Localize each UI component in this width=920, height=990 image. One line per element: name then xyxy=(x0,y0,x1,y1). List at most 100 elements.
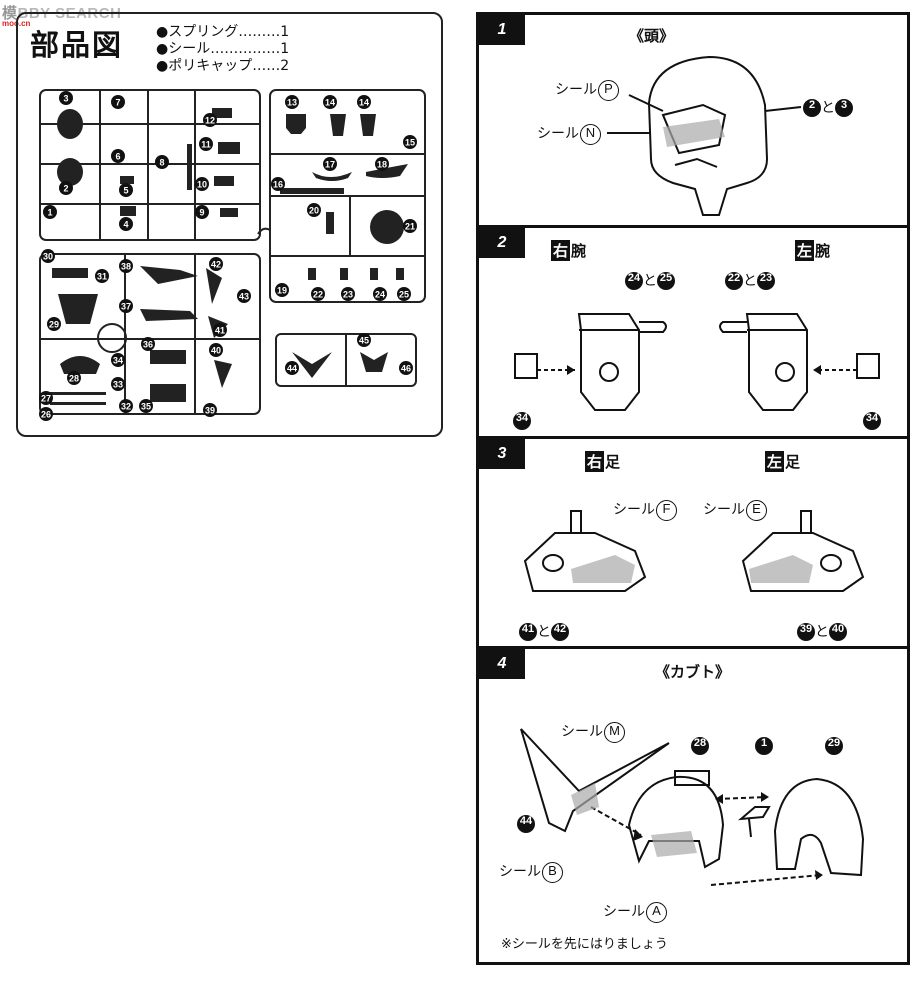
part-number-22: 22 xyxy=(311,287,325,301)
runner-c-frame xyxy=(39,253,261,415)
contents-polycap: ●ポリキャップ……2 xyxy=(156,58,290,74)
arms-illustration xyxy=(514,313,880,411)
contents-spring: ●スプリング………1 xyxy=(156,24,290,40)
part-number-3: 3 xyxy=(59,91,73,105)
svg-text:33: 33 xyxy=(113,380,123,390)
part-number-17: 17 xyxy=(323,157,337,171)
part-number-6: 6 xyxy=(111,149,125,163)
svg-text:23: 23 xyxy=(343,290,353,300)
svg-text:29: 29 xyxy=(49,320,59,330)
svg-text:14: 14 xyxy=(325,98,335,108)
part-number-42: 42 xyxy=(209,257,223,271)
svg-text:42: 42 xyxy=(211,260,221,270)
part-number-43: 43 xyxy=(237,289,251,303)
part-number-8: 8 xyxy=(155,155,169,169)
part-number-45: 45 xyxy=(357,333,371,347)
svg-text:21: 21 xyxy=(405,222,415,232)
svg-text:5: 5 xyxy=(123,186,128,196)
svg-text:40: 40 xyxy=(211,346,221,356)
svg-text:6: 6 xyxy=(115,152,120,162)
part-number-35: 35 xyxy=(139,399,153,413)
part-number-14: 14 xyxy=(323,95,337,109)
seal-a-marker: A xyxy=(646,901,667,923)
seal-m-marker: M xyxy=(604,721,625,743)
part-number-23: 23 xyxy=(341,287,355,301)
svg-text:44: 44 xyxy=(287,364,297,374)
part-number-44: 44 xyxy=(285,361,299,375)
part-number-38: 38 xyxy=(119,259,133,273)
step-number: 1 xyxy=(479,15,525,45)
part-28-label: 28 xyxy=(691,737,709,755)
seal-f-marker: F xyxy=(656,499,677,521)
svg-text:10: 10 xyxy=(197,180,207,190)
right-arm-heading: 右腕 xyxy=(551,240,587,261)
svg-text:39: 39 xyxy=(205,406,215,416)
step-title: 《カブト》 xyxy=(655,663,731,681)
svg-text:19: 19 xyxy=(277,286,287,296)
step-number: 3 xyxy=(479,439,525,469)
svg-text:32: 32 xyxy=(121,402,131,412)
part-number-12: 12 xyxy=(203,113,217,127)
svg-text:18: 18 xyxy=(377,160,387,170)
step-title: 《頭》 xyxy=(629,27,675,45)
part-number-32: 32 xyxy=(119,399,133,413)
seal-n-marker: N xyxy=(580,123,601,145)
svg-text:15: 15 xyxy=(405,138,415,148)
part-number-9: 9 xyxy=(195,205,209,219)
svg-text:14: 14 xyxy=(359,98,369,108)
svg-text:46: 46 xyxy=(401,364,411,374)
part-number-21: 21 xyxy=(403,219,417,233)
svg-text:2: 2 xyxy=(63,184,68,194)
part-number-14: 14 xyxy=(357,95,371,109)
svg-text:34: 34 xyxy=(113,356,123,366)
parts-diagram-frame xyxy=(16,12,443,437)
part-number-15: 15 xyxy=(403,135,417,149)
part-number-34: 34 xyxy=(111,353,125,367)
part-number-33: 33 xyxy=(111,377,125,391)
seal-b-marker: B xyxy=(542,861,563,883)
svg-text:25: 25 xyxy=(399,290,409,300)
svg-text:36: 36 xyxy=(143,340,153,350)
head-illustration xyxy=(607,55,802,216)
svg-text:7: 7 xyxy=(115,98,120,108)
svg-text:37: 37 xyxy=(121,302,131,312)
part-number-18: 18 xyxy=(375,157,389,171)
part-29-label: 29 xyxy=(825,737,843,755)
svg-text:12: 12 xyxy=(205,116,215,126)
part-number-30: 30 xyxy=(41,249,55,263)
svg-text:35: 35 xyxy=(141,402,151,412)
svg-text:30: 30 xyxy=(43,252,53,262)
svg-text:45: 45 xyxy=(359,336,369,346)
part-1-label: 1 xyxy=(755,737,773,755)
seal-first-note: ※シールを先にはりましょう xyxy=(501,937,668,952)
part-number-20: 20 xyxy=(307,203,321,217)
svg-text:20: 20 xyxy=(309,206,319,216)
part-number-27: 27 xyxy=(39,391,53,405)
part-number-29: 29 xyxy=(47,317,61,331)
svg-text:43: 43 xyxy=(239,292,249,302)
part-number-24: 24 xyxy=(373,287,387,301)
part-number-28: 28 xyxy=(67,371,81,385)
svg-text:24: 24 xyxy=(375,290,385,300)
step-number: 2 xyxy=(479,228,525,258)
svg-text:4: 4 xyxy=(123,220,128,230)
polycap-34-right: 34 xyxy=(513,412,531,430)
part-number-19: 19 xyxy=(275,283,289,297)
part-number-11: 11 xyxy=(199,137,213,151)
left-leg-heading: 左足 xyxy=(765,451,801,472)
